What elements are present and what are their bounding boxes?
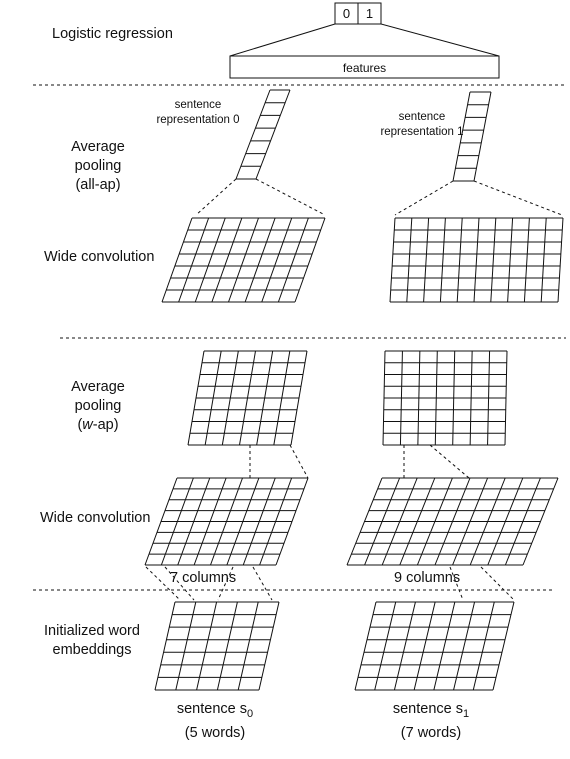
label-initialized-word-embeddings: Initialized word embeddings	[44, 623, 140, 658]
label-sentence-representation-1: sentence representation 1	[380, 111, 464, 138]
sentence-representation-1-vector	[452, 91, 492, 182]
connector-embed-0-d	[252, 566, 273, 601]
label-9-columns: 9 columns	[394, 570, 461, 586]
features-bar	[229, 55, 500, 79]
wide-conv-top-grid-1	[389, 217, 564, 303]
label-sentence-s0: sentence s0 (5 words)	[176, 701, 254, 741]
sentence-representation-0-vector	[235, 89, 291, 180]
features-label: features	[343, 61, 386, 75]
fan-vector0-right	[255, 178, 326, 216]
wide-conv-top-grid-0	[161, 217, 326, 303]
connector-embed-0-b	[164, 566, 195, 601]
connector-1-right	[429, 444, 470, 479]
label-wide-convolution-top: Wide convolution	[44, 249, 155, 265]
fan-line-right	[380, 23, 500, 57]
connector-embed-0-c	[217, 566, 234, 601]
fan-line-left	[229, 23, 336, 57]
label-sentence-s1: sentence s1 (7 words)	[392, 701, 470, 741]
fan-vector0-left	[195, 178, 237, 216]
avg-pool-w-grid-0	[187, 350, 308, 446]
label-sentence-representation-0: sentence representation 0	[156, 99, 240, 126]
fan-vector1-right	[473, 180, 563, 216]
avg-pool-w-grid-1	[382, 350, 508, 446]
fan-vector1-left	[394, 180, 454, 216]
connector-embed-1-b	[480, 566, 515, 601]
label-wide-convolution-bottom: Wide convolution	[40, 510, 151, 526]
label-7-columns: 7 columns	[170, 570, 237, 586]
output-cell-1: 1	[366, 6, 373, 21]
output-cell-0: 0	[343, 6, 350, 21]
connector-0-right	[289, 444, 309, 479]
label-logistic-regression: Logistic regression	[52, 26, 173, 42]
wide-conv-bottom-grid-0	[144, 477, 309, 566]
word-embedding-grid-1	[354, 601, 515, 691]
word-embedding-grid-0	[154, 601, 280, 691]
label-average-pooling-all-ap: Average pooling (all-ap)	[71, 139, 125, 193]
connector-embed-0-a	[145, 566, 181, 601]
wide-conv-bottom-grid-1	[346, 477, 559, 566]
label-average-pooling-w-ap: Average pooling (w-ap)	[71, 379, 125, 433]
